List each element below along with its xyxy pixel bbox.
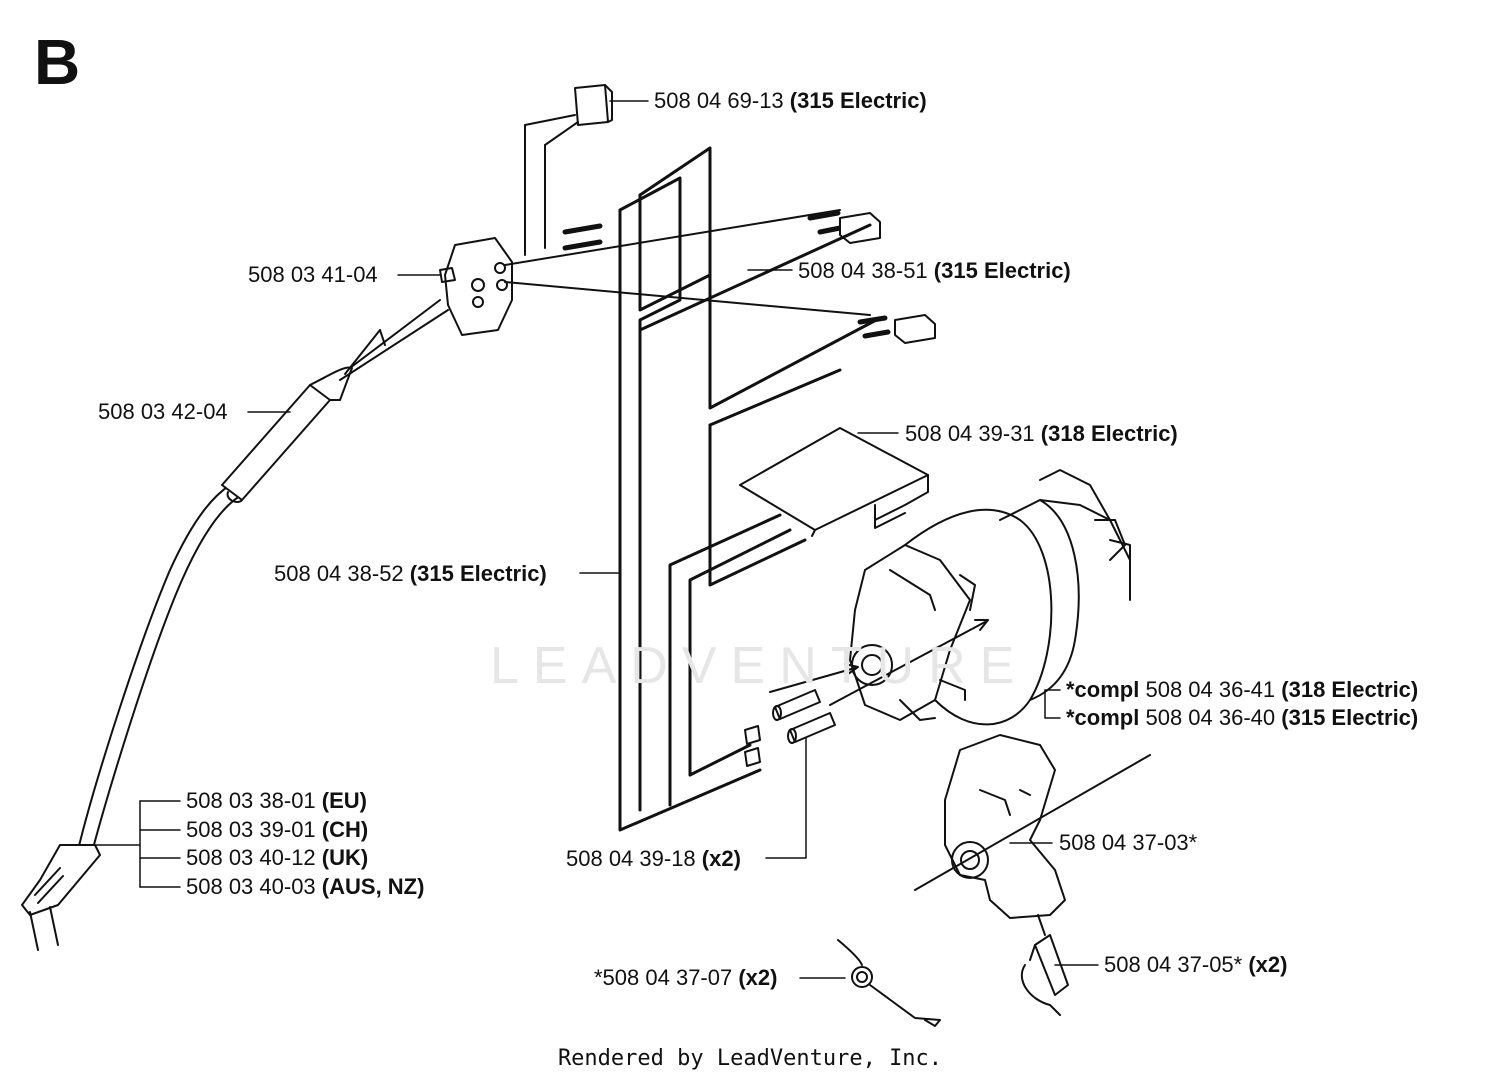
brush-holder-icon	[914, 734, 1151, 919]
label-cord-aus: 508 03 40-03 (AUS, NZ)	[186, 874, 425, 899]
motor-icon	[849, 469, 1131, 726]
circuit-board-icon	[739, 427, 929, 537]
switch-icon	[439, 237, 513, 336]
label-spring: *508 04 37-07 (x2)	[594, 965, 778, 990]
label-cable-sleeve: 508 03 42-04	[98, 399, 228, 424]
footer-credit: Rendered by LeadVenture, Inc.	[557, 1046, 943, 1071]
label-wire-upper: 508 04 38-51 (315 Electric)	[798, 258, 1071, 283]
label-circuit-board: 508 04 39-31 (318 Electric)	[905, 421, 1178, 446]
label-cord-ch: 508 03 39-01 (CH)	[186, 817, 369, 842]
brush-clip-icon	[1020, 914, 1069, 1016]
spring-icon	[837, 939, 941, 1027]
label-brush-clip: 508 04 37-05* (x2)	[1104, 952, 1288, 977]
label-switch: 508 03 41-04	[248, 262, 378, 287]
label-cord-uk: 508 03 40-12 (UK)	[186, 845, 369, 870]
plug-connector-icon	[524, 84, 613, 256]
label-wire-long: 508 04 38-52 (315 Electric)	[274, 561, 547, 586]
label-cord-eu: 508 03 38-01 (EU)	[186, 788, 368, 813]
carbon-brush-icon	[744, 689, 836, 767]
section-letter: B	[34, 26, 81, 98]
label-brush-holder: 508 04 37-03*	[1059, 830, 1198, 855]
leader-lines	[94, 100, 1099, 979]
assembly-arrows	[769, 619, 989, 706]
label-carbon-brush: 508 04 39-18 (x2)	[566, 846, 741, 871]
label-motor-318: *compl 508 04 36-41 (318 Electric)	[1066, 677, 1419, 702]
label-plug-connector: 508 04 69-13 (315 Electric)	[654, 88, 927, 113]
power-cord	[77, 299, 449, 853]
label-motor-315: *compl 508 04 36-40 (315 Electric)	[1066, 705, 1419, 730]
watermark: LEADVENTURE	[490, 637, 1029, 695]
plug-icon	[21, 844, 101, 951]
wire-long	[618, 146, 882, 832]
